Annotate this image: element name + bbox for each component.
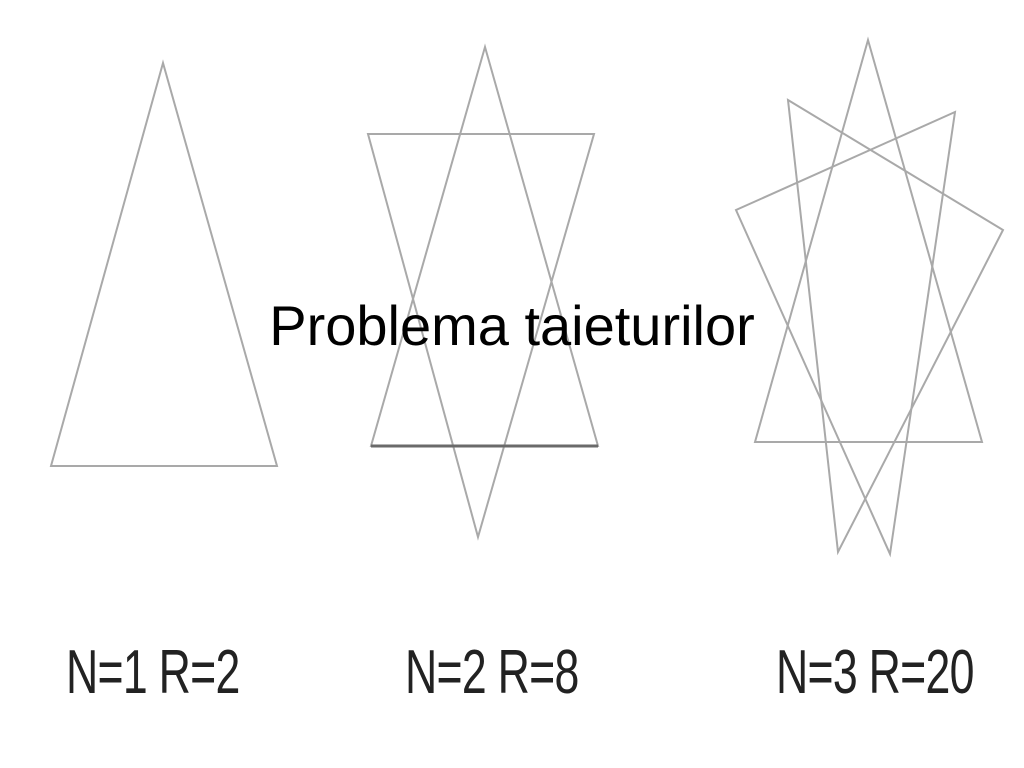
triangle-n2-up [369, 43, 600, 447]
figure-n3 [734, 36, 1005, 558]
figure-n2 [366, 43, 600, 541]
caption-n2: N=2 R=8 [405, 638, 579, 707]
slide-title: Problema taieturilor [269, 294, 755, 357]
triangle-n3-a [753, 36, 984, 443]
triangle-n3-c [734, 110, 957, 558]
caption-n1: N=1 R=2 [66, 638, 240, 707]
triangle-n2-down [366, 133, 596, 541]
figure-n1 [49, 59, 279, 467]
caption-n3: N=3 R=20 [776, 638, 974, 707]
triangle-n1-a [49, 59, 279, 467]
triangle-n3-b [786, 98, 1005, 556]
